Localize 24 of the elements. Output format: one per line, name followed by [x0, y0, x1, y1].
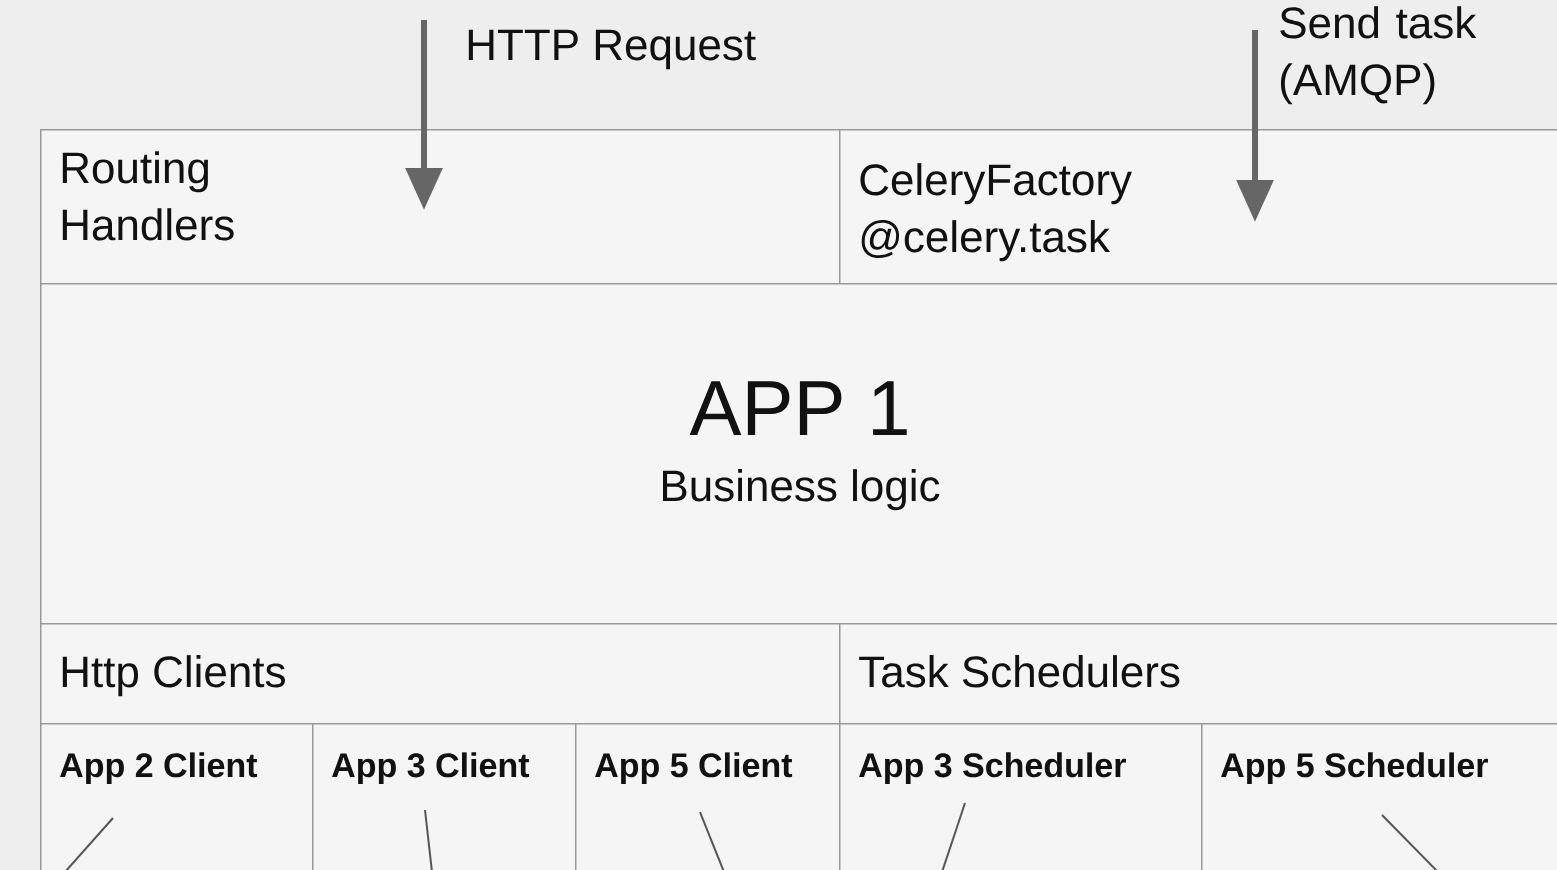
node-label: App 5 Client [595, 752, 793, 785]
component-cell: App 5 Client [575, 723, 841, 870]
node-label: Business logic [662, 469, 940, 511]
node-label: App 3 Client [332, 752, 530, 785]
node-label: APP 1 [689, 381, 907, 436]
node-label: @celery.task [861, 220, 1110, 262]
node-label: App 3 Scheduler [859, 752, 1126, 785]
connector-line [699, 811, 725, 870]
component-cell: App 5 Scheduler [1201, 723, 1557, 870]
node-label: CeleryFactory [860, 163, 1132, 205]
layer-box: CeleryFactory @celery.task [839, 129, 1557, 285]
component-cell: App 3 Client [312, 723, 577, 870]
connector-line [424, 809, 433, 870]
node-label: App 2 Client [60, 752, 258, 785]
connector-line [1381, 814, 1439, 870]
connector-line [64, 817, 114, 870]
component-cell: App 3 Scheduler [839, 723, 1203, 870]
connector-line [941, 802, 966, 870]
component-cell: App 2 Client [40, 723, 314, 870]
arrow-label: Send task (AMQP) [1280, 6, 1477, 105]
node-label: Task Schedulers [859, 655, 1180, 688]
layer-box: Task Schedulers [839, 623, 1557, 725]
layer-box: Routing Handlers [40, 129, 841, 285]
arrow-label: HTTP Request [468, 29, 756, 70]
